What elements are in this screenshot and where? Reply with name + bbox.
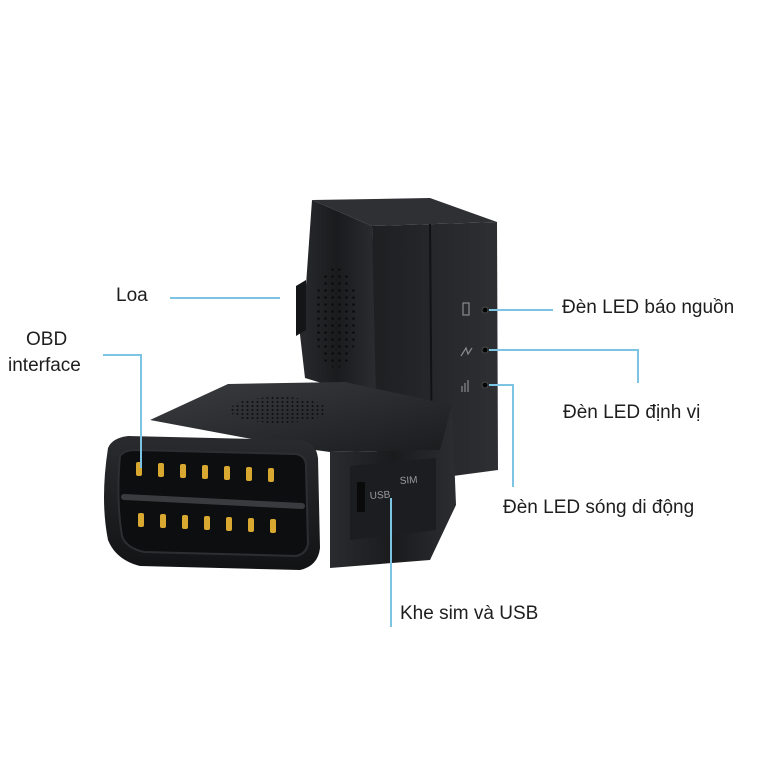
sim-print: SIM bbox=[399, 475, 418, 487]
label-power-led: Đèn LED báo nguồn bbox=[562, 297, 735, 318]
label-speaker: Loa bbox=[116, 285, 148, 306]
label-obd-interface: OBD interface bbox=[8, 327, 118, 379]
sim-usb-slot bbox=[357, 482, 365, 512]
leader-gps bbox=[489, 349, 639, 383]
usb-print: USB bbox=[369, 490, 391, 502]
power-led-icon bbox=[462, 302, 489, 316]
side-speaker-grille bbox=[314, 268, 358, 368]
obd-pins-top bbox=[136, 462, 274, 482]
label-obd-line1: OBD bbox=[26, 329, 68, 350]
cell-led-icon bbox=[461, 380, 489, 392]
front-unit: USB SIM bbox=[104, 382, 456, 570]
top-speaker-grille bbox=[230, 397, 326, 423]
obd-pins-bottom bbox=[138, 513, 276, 533]
label-gps-led: Đèn LED định vị bbox=[563, 402, 701, 423]
gps-led-icon bbox=[460, 346, 489, 357]
label-cell-led: Đèn LED sóng di động bbox=[503, 497, 695, 518]
leader-cell bbox=[489, 384, 514, 487]
label-obd-line2: interface bbox=[8, 355, 81, 376]
leader-obd bbox=[103, 354, 142, 468]
leader-lines bbox=[103, 297, 639, 627]
label-sim-usb-slot: Khe sim và USB bbox=[400, 603, 539, 624]
